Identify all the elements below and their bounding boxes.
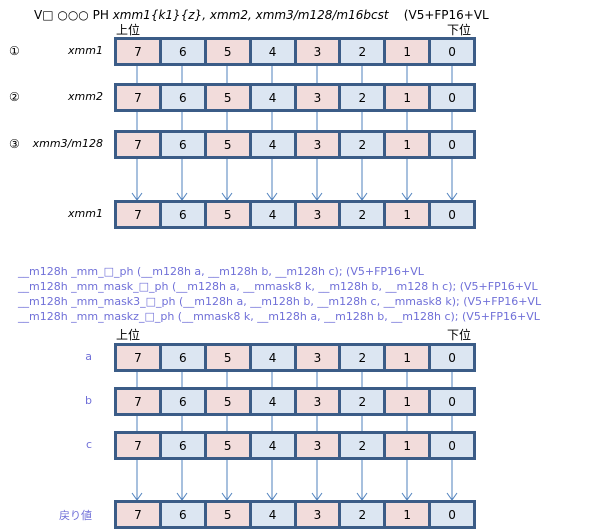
intrinsic-line: __m128h _mm_maskz_□_ph (__mmask8 k, __m1… [18,310,540,323]
lane-cell: 7 [117,203,159,226]
lane-cell: 7 [117,503,159,526]
lane-cell: 7 [117,86,159,109]
lane-cell: 6 [161,434,204,457]
lane-cell: 0 [431,40,473,63]
lane-cell: 0 [431,133,473,156]
lane-cell: 0 [431,203,473,226]
lane-cell: 3 [296,503,339,526]
operands: xmm1{k1}{z}, xmm2, xmm3/m128/m16bcst [112,8,389,22]
lane-cell: 3 [296,346,339,369]
lane-cell: 3 [296,434,339,457]
register-label: xmm3/m128 [32,137,103,150]
lane-cell: 2 [341,86,384,109]
lane-cell: 6 [161,133,204,156]
high-order-label: 上位 [116,23,141,37]
lane-cell: 5 [206,346,249,369]
lane-cell: 6 [161,40,204,63]
lane-cell: 3 [296,203,339,226]
lane-cell: 4 [251,434,294,457]
lane-cell: 6 [161,503,204,526]
lane-cell: 2 [341,390,384,413]
lane-cell: 3 [296,133,339,156]
lane-cell: 3 [296,86,339,109]
lane-cell: 2 [341,503,384,526]
lane-cell: 5 [206,203,249,226]
lane-cell: 7 [117,346,159,369]
lane-cell: 5 [206,40,249,63]
lane-cell: 4 [251,346,294,369]
lane-cell: 3 [296,390,339,413]
lane-cell: 1 [386,503,429,526]
lane-cell: 0 [431,346,473,369]
lane-cell: 1 [386,346,429,369]
low-order-label: 下位 [447,23,472,37]
lane-cell: 5 [206,390,249,413]
lane-cell: 4 [251,203,294,226]
instruction-header: V□ ○○○ PH xmm1{k1}{z}, xmm2, xmm3/m128/m… [34,8,489,22]
lane-cell: 2 [341,40,384,63]
lane-cell: 4 [251,133,294,156]
lane-cell: 6 [161,86,204,109]
high-order-label-2: 上位 [116,328,141,342]
lane-cell: 6 [161,203,204,226]
lane-cell: 0 [431,503,473,526]
lane-cell: 5 [206,133,249,156]
lane-cell: 0 [431,434,473,457]
register-label: xmm1 [68,207,103,220]
lane-cell: 5 [206,86,249,109]
lane-cell: 4 [251,503,294,526]
lane-cell: 2 [341,203,384,226]
lane-cell: 2 [341,133,384,156]
operand-label: c [85,438,92,451]
lane-cell: 3 [296,40,339,63]
operand-label: 戻り値 [59,509,92,522]
register-label: xmm2 [68,90,103,103]
lane-cell: 6 [161,390,204,413]
lane-cell: 5 [206,503,249,526]
lane-cell: 2 [341,434,384,457]
lane-cell: 1 [386,86,429,109]
mnemonic: V□ ○○○ PH [34,8,109,22]
operand-label: a [85,350,92,363]
row-number: ① [9,44,20,58]
lane-cell: 7 [117,133,159,156]
lane-cell: 4 [251,390,294,413]
lane-cell: 5 [206,434,249,457]
lane-cell: 2 [341,346,384,369]
lane-cell: 1 [386,40,429,63]
intrinsic-line: __m128h _mm_mask3_□_ph (__m128h a, __m12… [18,295,542,308]
intrinsic-line: __m128h _mm_□_ph (__m128h a, __m128h b, … [18,265,424,278]
lane-cell: 6 [161,346,204,369]
cpuid: (V5+FP16+VL [403,8,489,22]
lane-cell: 7 [117,434,159,457]
low-order-label-2: 下位 [447,328,472,342]
register-label: xmm1 [68,44,103,57]
lane-cell: 1 [386,133,429,156]
lane-cell: 1 [386,203,429,226]
lane-cell: 7 [117,390,159,413]
lane-cell: 0 [431,390,473,413]
lane-cell: 1 [386,434,429,457]
row-number: ② [9,90,20,104]
lane-cell: 1 [386,390,429,413]
lane-cell: 0 [431,86,473,109]
operand-label: b [85,394,92,407]
intrinsic-line: __m128h _mm_mask_□_ph (__m128h a, __mmas… [18,280,538,293]
lane-cell: 4 [251,86,294,109]
lane-cell: 7 [117,40,159,63]
lane-cell: 4 [251,40,294,63]
row-number: ③ [9,137,20,151]
